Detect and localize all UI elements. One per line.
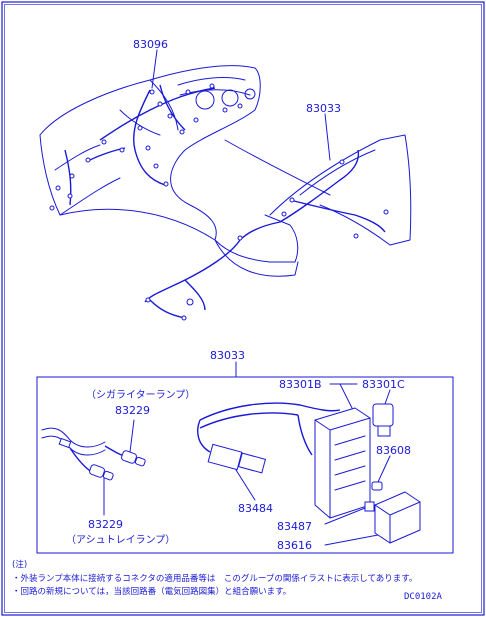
part-label-83484: 83484 — [238, 502, 273, 515]
part-label-83229-cigar: 83229 — [115, 404, 150, 417]
part-label-83096: 83096 — [133, 38, 168, 51]
notes-line-1: ・外装ランプ本体に接続するコネクタの適用品番等は このグループの関係イラストに表… — [12, 573, 417, 584]
part-label-83301b: 83301B — [279, 378, 322, 391]
detail-title-83033: 83033 — [210, 349, 245, 362]
part-label-83616: 83616 — [277, 539, 312, 552]
part-label-83487: 83487 — [277, 520, 312, 533]
diagram-code: DC0102A — [404, 592, 443, 602]
part-label-83301c: 83301C — [362, 378, 405, 391]
part-label-83608: 83608 — [376, 444, 411, 457]
notes-line-2: ・回路の新規については，当該回路番（電気回路図集）と組合願います。 — [12, 586, 291, 597]
notes-header: (注) — [12, 559, 27, 570]
lamp-harness-illustration — [41, 419, 146, 516]
dashboard-harness-illustration — [39, 49, 412, 321]
inner-frame — [4, 4, 482, 613]
part-label-83229-ash: 83229 — [88, 518, 123, 531]
part-label-83033-floor: 83033 — [306, 102, 341, 115]
connector-dots — [49, 83, 389, 321]
relay-harness-illustration — [197, 383, 421, 546]
lamp-ash-caption: （アシュトレイランプ） — [66, 534, 175, 546]
detail-box — [36, 376, 454, 554]
lamp-cigar-caption: （シガライターランプ） — [86, 389, 195, 401]
